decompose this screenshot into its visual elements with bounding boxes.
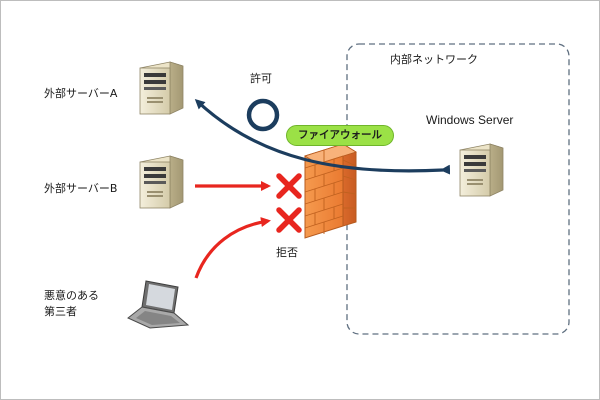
deny-cross-icon	[276, 207, 302, 233]
attacker-label-line2: 第三者	[44, 305, 77, 318]
windows-server-icon	[459, 143, 504, 197]
allow-circle-icon	[246, 98, 280, 132]
firewall-wall-icon	[304, 143, 357, 239]
allow-traffic-arrow	[194, 98, 451, 175]
attacker-laptop-icon	[127, 280, 190, 329]
attacker-label-line1: 悪意のある	[44, 289, 99, 302]
external-server-b-label: 外部サーバーB	[44, 182, 118, 195]
windows-server-label: Windows Server	[426, 113, 514, 127]
internal-network-label: 内部ネットワーク	[390, 53, 478, 66]
external-server-a-icon	[139, 61, 184, 115]
deny-arrow-from-attacker	[194, 217, 271, 279]
external-server-a-label: 外部サーバーA	[44, 87, 118, 100]
internal-network-boundary	[346, 43, 570, 335]
deny-cross-icon	[276, 173, 302, 199]
deny-label: 拒否	[276, 246, 298, 259]
allow-label: 許可	[250, 72, 272, 85]
firewall-label: ファイアウォール	[286, 125, 394, 146]
external-server-b-icon	[139, 155, 184, 209]
